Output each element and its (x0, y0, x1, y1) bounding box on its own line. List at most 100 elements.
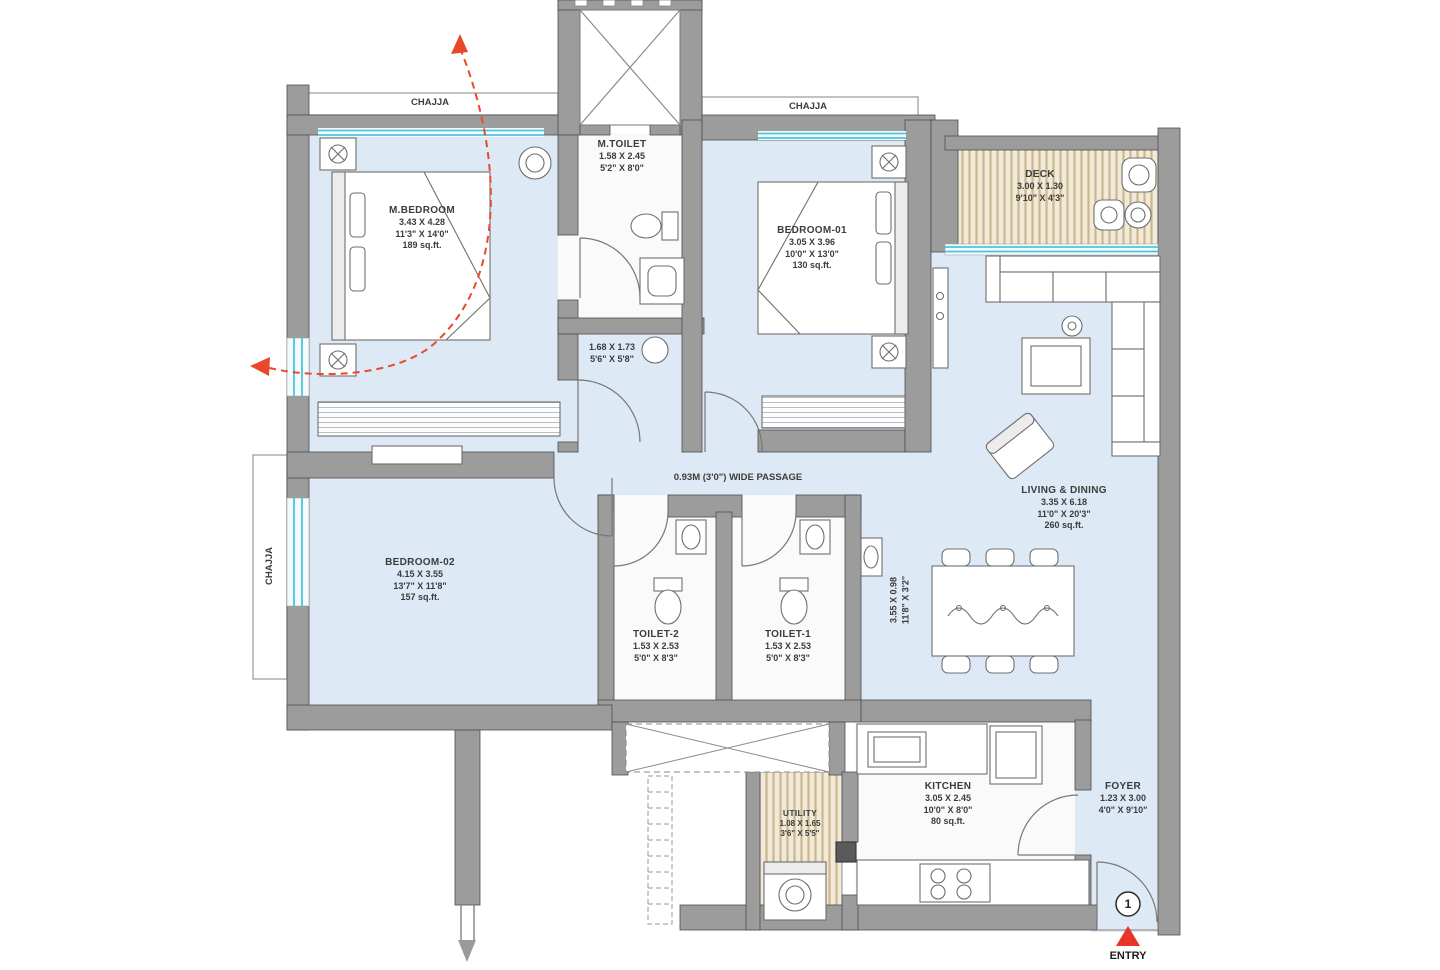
room-label-toilet-2: TOILET-2 1.53 X 2.53 5'0" X 8'3" (632, 629, 680, 663)
kitchen-counter-hob (856, 859, 1090, 906)
room-label-utility: UTILITY 1.08 X 1.65 3'6" X 5'5" (779, 808, 821, 839)
nightstand (871, 335, 907, 369)
wall-toilets-bottom (597, 699, 862, 723)
tv-unit (932, 267, 949, 369)
sofa-right (1111, 301, 1161, 457)
washing-machine (763, 861, 827, 921)
wall-bottom (679, 904, 1098, 931)
deck-chair (1121, 157, 1157, 193)
door-toilet1 (741, 511, 797, 567)
geyser (835, 841, 857, 863)
bed-master (331, 171, 491, 341)
wall-toilets-mid (715, 511, 733, 711)
swing-path-arrow (261, 47, 492, 376)
nightstand (319, 137, 357, 171)
room-label-deck: DECK 3.00 X 1.30 9'10" X 4'3" (1015, 169, 1065, 203)
wc-master (630, 211, 679, 241)
armchair (985, 412, 1055, 480)
door-m-toilet (579, 237, 641, 299)
nightstand (319, 343, 357, 377)
room-label-foyer: FOYER 1.23 X 3.00 4'0" X 9'10" (1098, 781, 1148, 815)
door-toilet2 (613, 511, 669, 567)
windows (286, 128, 1159, 607)
wall-utility-left (745, 771, 761, 931)
window-mbedroom-left (286, 337, 310, 397)
entry-number: 1 (1124, 897, 1132, 911)
window-bedroom01-top (758, 131, 906, 140)
label-chajja-top-right: CHAJJA (788, 101, 828, 112)
washbasin-dining (860, 537, 883, 577)
wall-lift-left (557, 0, 581, 136)
walls (286, 0, 1181, 936)
wardrobe-bedroom01 (761, 395, 906, 429)
wall-right-exterior (1157, 127, 1181, 936)
wall-bedroom01-bottom (757, 429, 906, 453)
window-deck-slider (944, 243, 1159, 256)
wall-kitchen-top (860, 699, 1092, 723)
door-bedroom02 (553, 477, 613, 537)
passage-light (641, 336, 669, 364)
sofa-top (985, 255, 1161, 303)
entry-label: ENTRY (1109, 950, 1147, 962)
coffee-table (1021, 337, 1091, 395)
deck-chair (1093, 199, 1125, 231)
label-dining-strip-dim: 3.55 X 0.98 11'8" X 3'2" (888, 575, 910, 625)
door-m-bedroom (577, 379, 641, 443)
label-chajja-top-left: CHAJJA (410, 97, 450, 108)
floor-bedroom-02 (309, 478, 598, 705)
room-label-living-dining: LIVING & DINING 3.35 X 6.18 11'0" X 20'3… (1021, 485, 1107, 531)
arrowhead-left (250, 357, 270, 376)
wc-toilet1 (779, 577, 809, 625)
dining-table (931, 548, 1075, 674)
wall-lift-right (679, 0, 703, 136)
room-label-m-bedroom: M.BEDROOM 3.43 X 4.28 11'3" X 14'0" 189 … (388, 205, 456, 251)
bed-bedroom01 (757, 181, 909, 335)
door-bedroom01 (704, 391, 763, 453)
doors (553, 237, 1158, 931)
wall-toilet1-right (844, 494, 862, 721)
label-passage-dim: 1.68 X 1.73 5'6" X 5'8" (588, 342, 636, 364)
deck-table (1124, 201, 1152, 229)
label-wide-passage: 0.93M (3'0") WIDE PASSAGE (673, 472, 803, 483)
wall-bedroom01-left (681, 119, 703, 453)
wall-deck-top (944, 135, 1161, 151)
window-mbedroom-top (318, 128, 544, 137)
furniture (317, 137, 1161, 921)
service-shaft (625, 723, 830, 773)
red-annotations (250, 34, 1141, 946)
chajja-band-left (252, 454, 288, 680)
ledge-strip (647, 775, 673, 925)
wall-mtoilet-bottom (557, 317, 705, 335)
entry-number-circle (1115, 891, 1141, 917)
entry-arrow (1116, 926, 1140, 946)
wall-foyer-left-upper (1074, 719, 1092, 791)
room-label-m-toilet: M.TOILET 1.58 X 2.45 5'2" X 8'0" (597, 139, 647, 173)
room-label-toilet-1: TOILET-1 1.53 X 2.53 5'0" X 8'3" (764, 629, 812, 663)
wall-section-strip (454, 729, 481, 906)
room-label-bedroom-02: BEDROOM-02 4.15 X 3.55 13'7" X 11'8" 157… (385, 557, 455, 603)
wall-left-exterior (286, 84, 310, 731)
washbasin-corner (518, 146, 552, 180)
nightstand (871, 145, 907, 179)
arrowhead-up (451, 34, 468, 54)
wall-bedroom02-bottom (286, 704, 613, 731)
room-label-kitchen: KITCHEN 3.05 X 2.45 10'0" X 8'0" 80 sq.f… (923, 781, 973, 827)
refrigerator (989, 725, 1043, 785)
door-entry (1096, 861, 1158, 923)
wc-toilet2 (653, 577, 683, 625)
basin-toilet2 (675, 519, 707, 555)
kitchen-counter-sink (856, 723, 988, 775)
label-chajja-left: CHAJJA (263, 546, 275, 586)
chajja-bands (252, 92, 919, 680)
room-label-bedroom-01: BEDROOM-01 3.05 X 3.96 10'0" X 13'0" 130… (777, 225, 847, 271)
basin-master-toilet (639, 257, 685, 305)
section-marker (458, 905, 476, 962)
basin-toilet1 (799, 519, 831, 555)
wall-bedroom01-right (904, 119, 932, 453)
window-bedroom02-left (286, 497, 310, 607)
lift-shaft (574, 0, 681, 126)
door-kitchen (1017, 794, 1079, 856)
dresser-master (371, 445, 463, 465)
